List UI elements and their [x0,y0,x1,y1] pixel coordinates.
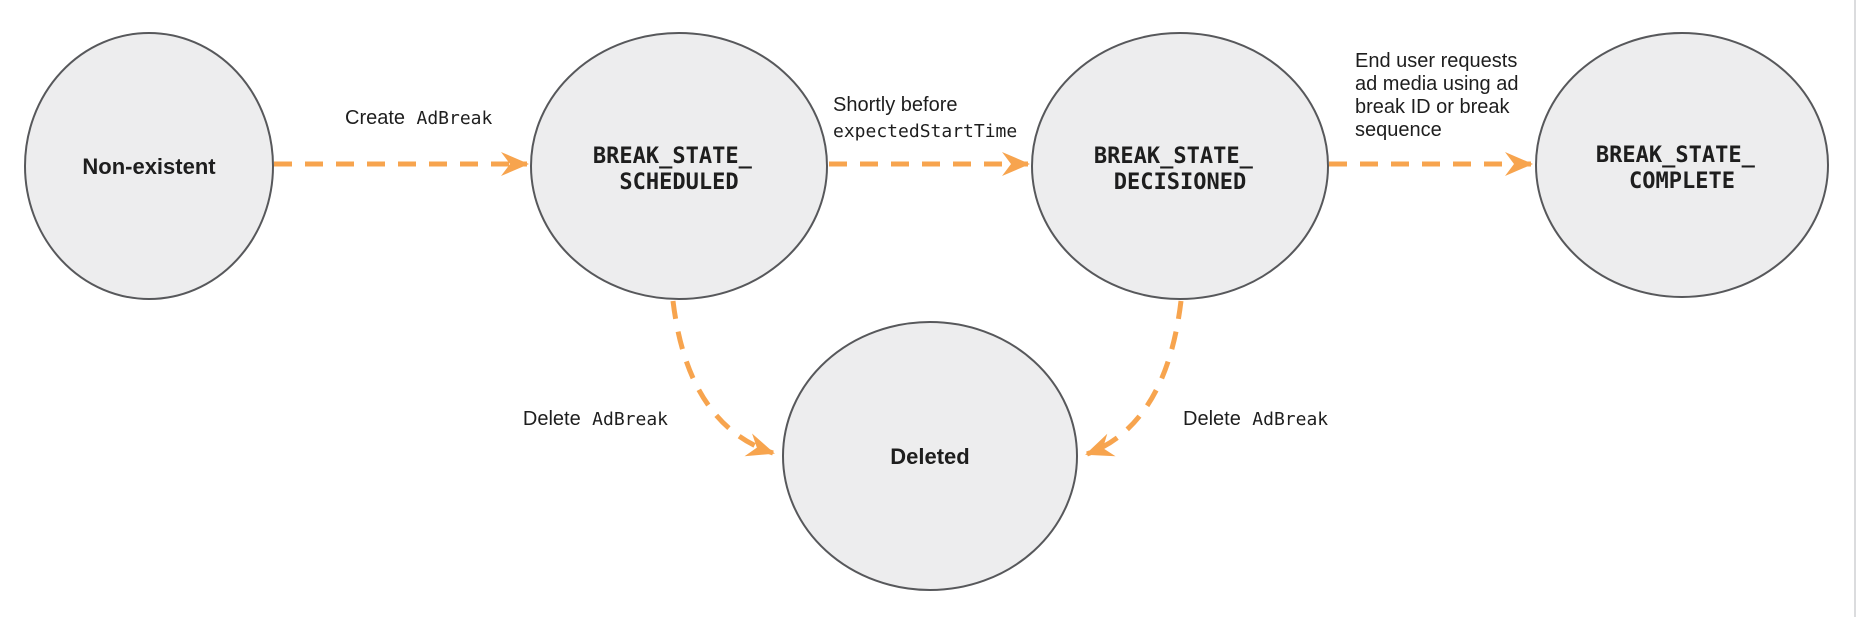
label-text-plain: Shortly before [833,94,958,116]
transition-label-create-adbreak: Create AdBreak [345,107,493,129]
state-node-break-state-decisioned: BREAK_STATE_ DECISIONED [1031,32,1329,300]
label-text-line1: End user requests [1355,50,1517,72]
label-text-line4: sequence [1355,119,1442,141]
state-label-line2: COMPLETE [1629,169,1735,194]
state-circle [530,32,828,300]
state-label: Non-existent [82,154,216,179]
state-circle [24,32,274,300]
transition-label-end-user-requests: End user requests ad media using ad brea… [1355,50,1523,141]
label-text-code: expectedStartTime [833,121,1017,142]
state-label: BREAK_STATE_ DECISIONED [1094,144,1266,195]
state-circle [1535,32,1829,298]
transition-shortly-before: Shortly before expectedStartTime [829,94,1030,176]
state-node-non-existent: Non-existent [24,32,274,300]
state-label-line2: DECISIONED [1114,170,1246,195]
state-label-line1: BREAK_STATE_ [1596,143,1756,168]
transition-label-shortly-before: Shortly before expectedStartTime [833,94,1017,142]
state-circle [782,321,1078,591]
state-label: Deleted [890,444,969,469]
label-text-plain: Delete [1183,408,1241,430]
label-text-code: AdBreak [416,108,492,129]
transition-end-user-requests: End user requests ad media using ad brea… [1329,50,1533,176]
label-text-code: AdBreak [592,409,668,430]
transition-delete-adbreak-left: Delete AdBreak [523,300,775,457]
state-node-break-state-complete: BREAK_STATE_ COMPLETE [1535,32,1829,298]
arrow-delete-adbreak-right [1085,300,1184,457]
state-label: BREAK_STATE_ COMPLETE [1596,143,1768,194]
state-label-line1: BREAK_STATE_ [593,144,753,169]
state-label-line2: SCHEDULED [619,170,738,195]
arrow-delete-adbreak-left [670,300,775,457]
label-text-line2: ad media using ad [1355,73,1518,95]
transition-delete-adbreak-right: Delete AdBreak [1085,300,1328,457]
state-circle [1031,32,1329,300]
label-text-plain: Delete [523,408,581,430]
state-node-deleted: Deleted [782,321,1078,591]
label-text-plain: Create [345,107,405,129]
label-text-line3: break ID or break [1355,96,1511,118]
state-label-line1: BREAK_STATE_ [1094,144,1254,169]
transition-create-adbreak: Create AdBreak [274,107,529,176]
state-node-break-state-scheduled: BREAK_STATE_ SCHEDULED [530,32,828,300]
state-label: BREAK_STATE_ SCHEDULED [593,144,765,195]
label-text-code: AdBreak [1252,409,1328,430]
transition-label-delete-adbreak-right: Delete AdBreak [1183,408,1328,430]
transition-label-delete-adbreak-left: Delete AdBreak [523,408,668,430]
